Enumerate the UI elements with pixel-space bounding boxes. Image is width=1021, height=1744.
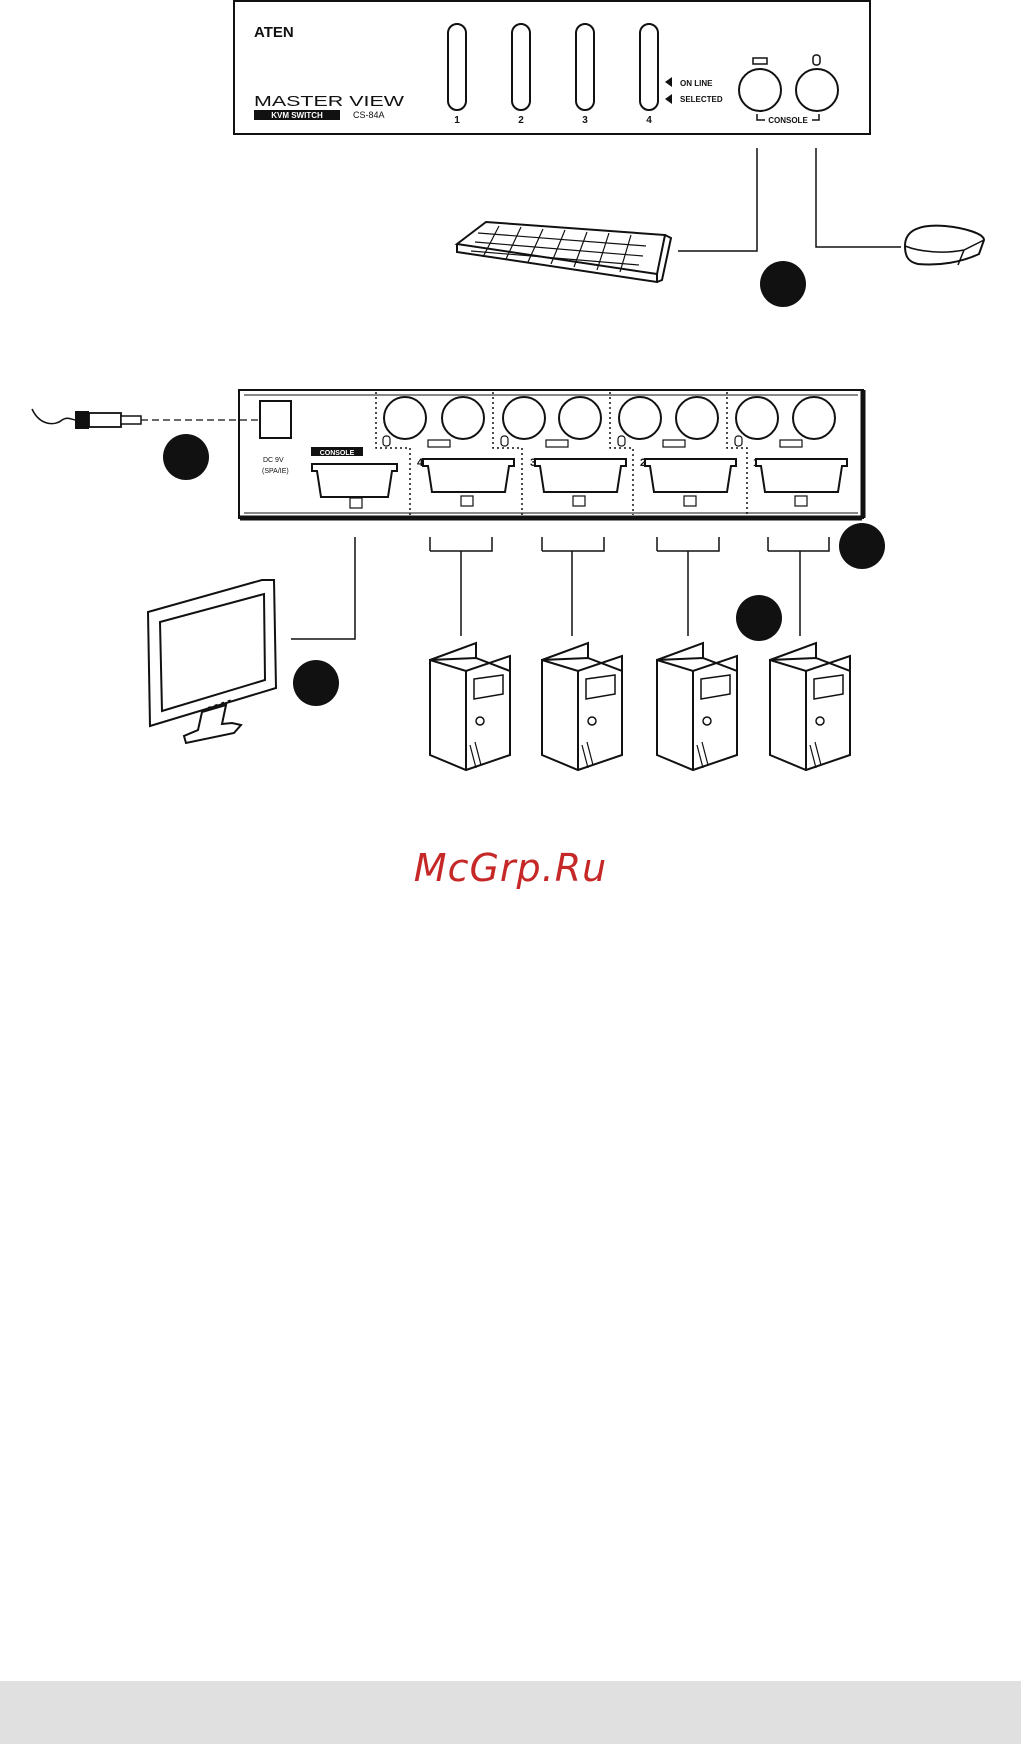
- step-marker-pc-ports: [839, 523, 885, 569]
- power-spec-label: (SPA/IE): [262, 468, 289, 475]
- console-mouse-port: [796, 69, 838, 111]
- console-cables: [678, 148, 901, 251]
- front-console-label: CONSOLE: [768, 116, 808, 125]
- pc1-keyboard-port: [793, 397, 835, 439]
- pc3-mouse-port: [503, 397, 545, 439]
- kvm-rear-panel: DC 9V (SPA/IE) CONSOLE 4 3: [239, 390, 863, 518]
- pc2-keyboard-port: [676, 397, 718, 439]
- computer-tower-2: [657, 643, 737, 770]
- product-line-label: MASTER VIEW: [254, 93, 405, 110]
- step-marker-console: [760, 261, 806, 307]
- port-number-1: 1: [454, 115, 460, 126]
- step-marker-monitor: [293, 660, 339, 706]
- brand-logo: ATEN: [254, 24, 294, 41]
- monitor-device: [148, 580, 276, 743]
- pc4-vga-port: [423, 459, 514, 492]
- keyboard-device: [457, 222, 671, 282]
- pc1-mouse-port: [736, 397, 778, 439]
- pc4-keyboard-port: [442, 397, 484, 439]
- led-selected-label: SELECTED: [680, 95, 723, 104]
- led-online-label: ON LINE: [680, 79, 713, 88]
- step-marker-pc-cables: [736, 595, 782, 641]
- product-type-label: KVM SWITCH: [271, 111, 323, 120]
- pc4-mouse-port: [384, 397, 426, 439]
- pc3-keyboard-port: [559, 397, 601, 439]
- computer-tower-4: [430, 643, 510, 770]
- footer-bar: [0, 1681, 1021, 1744]
- pc2-mouse-port: [619, 397, 661, 439]
- computer-tower-3: [542, 643, 622, 770]
- rear-console-label: CONSOLE: [320, 450, 355, 457]
- console-keyboard-port: [739, 69, 781, 111]
- power-dc-label: DC 9V: [263, 457, 284, 464]
- port-button-2[interactable]: [512, 24, 530, 110]
- power-adapter-cable: [32, 409, 258, 429]
- power-jack: [260, 401, 291, 438]
- computer-tower-1: [770, 643, 850, 770]
- port-number-3: 3: [582, 115, 588, 126]
- watermark-text: McGrp.Ru: [0, 846, 1021, 890]
- step-marker-power: [163, 434, 209, 480]
- kvm-front-panel: ATEN MASTER VIEW KVM SWITCH CS-84A 1 2 3…: [234, 1, 870, 134]
- model-label: CS-84A: [353, 110, 385, 120]
- port-button-4[interactable]: [640, 24, 658, 110]
- pc1-vga-port: [756, 459, 847, 492]
- pc3-vga-port: [535, 459, 626, 492]
- mouse-device: [905, 226, 984, 265]
- port-number-4: 4: [646, 115, 652, 126]
- monitor-cable: [291, 537, 355, 639]
- port-number-2: 2: [518, 115, 524, 126]
- console-vga-port: [312, 464, 397, 497]
- port-button-3[interactable]: [576, 24, 594, 110]
- port-button-1[interactable]: [448, 24, 466, 110]
- pc2-vga-port: [645, 459, 736, 492]
